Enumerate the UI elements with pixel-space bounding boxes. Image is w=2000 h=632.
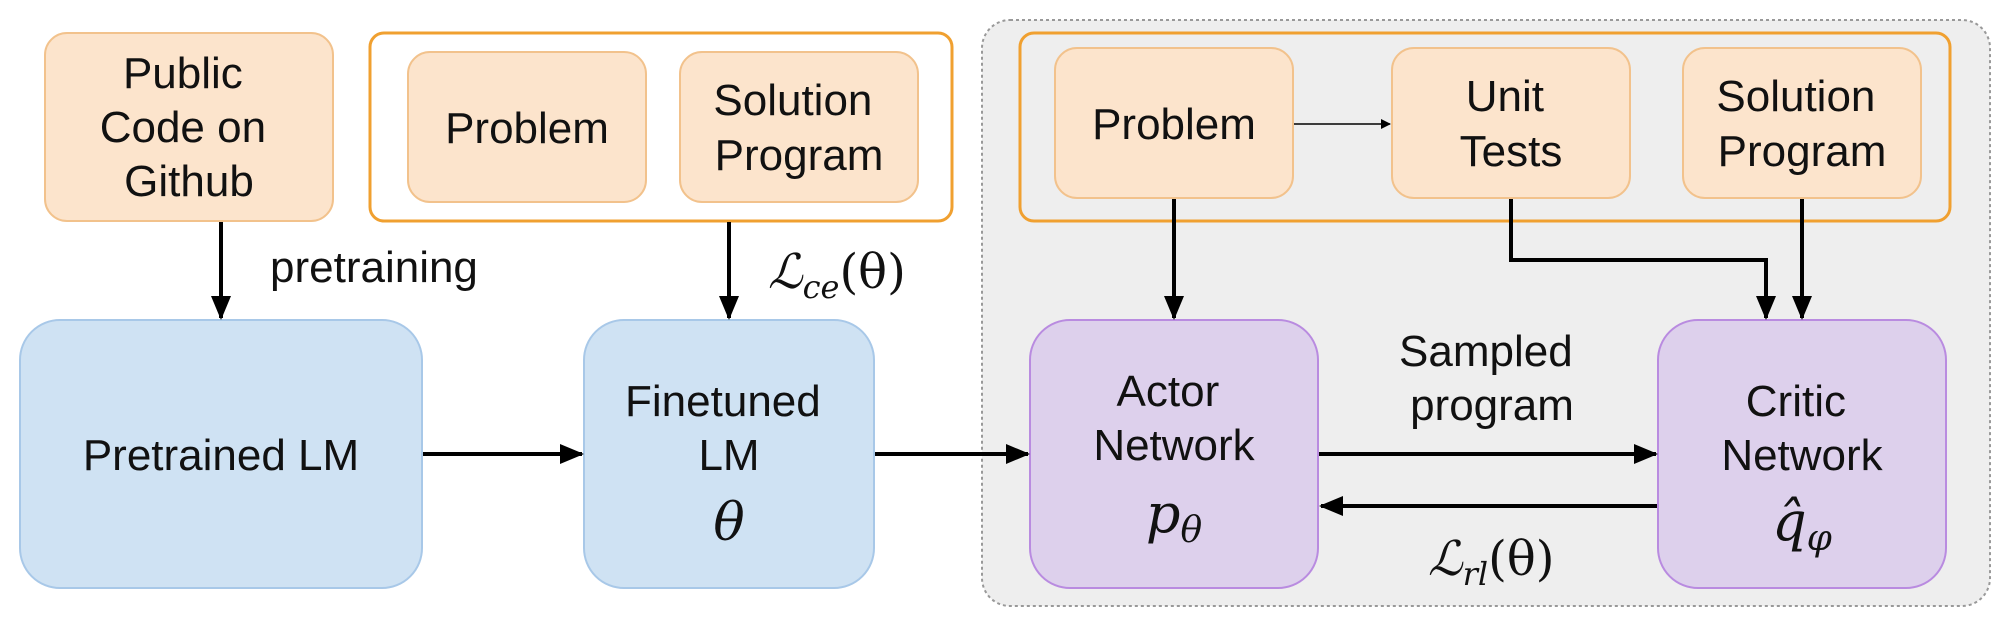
finetuned-theta-symbol: θ: [713, 493, 744, 553]
problem-node-finetune: [407, 51, 647, 203]
actor-line-2: Network: [1093, 421, 1255, 470]
loss-ce-label: ℒce(θ): [768, 244, 906, 306]
problem-label-finetune: Problem: [445, 104, 609, 153]
sampled-program-label: Sampled program: [1399, 327, 1585, 430]
solution-program-label-rl: Solution Program: [1716, 72, 1887, 176]
finetuned-lm-label: Finetuned LM: [625, 377, 833, 480]
solution-rl-line-2: Program: [1718, 127, 1887, 176]
loss-ce-sub: ce: [803, 268, 840, 306]
public-code-label: Public Code on Github: [100, 49, 279, 206]
solution-rl-line-1: Solution: [1716, 72, 1875, 121]
critic-line-2: Network: [1721, 431, 1883, 480]
unit-tests-line-1: Unit: [1466, 72, 1544, 121]
actor-symbol-base: p: [1146, 482, 1181, 545]
critic-symbol-base: q̂: [1772, 490, 1807, 553]
actor-policy-symbol: pθ: [1146, 482, 1203, 551]
critic-symbol-sub: φ: [1807, 518, 1833, 559]
critic-line-1: Critic: [1746, 377, 1846, 426]
pretrained-lm-node: [19, 319, 423, 589]
loss-rl-script: ℒ: [1428, 531, 1464, 587]
solution-program-node-rl: [1682, 47, 1922, 199]
actor-symbol-sub: θ: [1180, 510, 1202, 551]
critic-value-symbol: q̂φ: [1772, 490, 1833, 559]
unit-tests-label: Unit Tests: [1460, 72, 1563, 176]
loss-rl-arg: (θ): [1488, 531, 1554, 587]
actor-line-1: Actor: [1117, 367, 1220, 416]
loss-ce-script: ℒ: [768, 244, 804, 300]
loss-ce-arg: (θ): [839, 244, 905, 300]
problem-node-rl: [1054, 47, 1294, 199]
finetuned-line-1: Finetuned: [625, 377, 821, 426]
solution-line-1: Solution: [713, 76, 872, 125]
solution-program-node-finetune: [679, 51, 919, 203]
pretrained-lm-label: Pretrained LM: [83, 431, 359, 480]
arrow-unit-tests-to-critic: [1509, 199, 1776, 320]
critic-network-label: Critic Network: [1721, 377, 1883, 480]
solution-program-label-finetune: Solution Program: [713, 76, 884, 180]
finetuned-line-2: LM: [698, 431, 759, 480]
actor-network-label: Actor Network: [1093, 367, 1255, 470]
loss-rl-label: ℒrl(θ): [1428, 531, 1554, 593]
sampled-line-1: Sampled: [1399, 327, 1573, 376]
problem-label-rl: Problem: [1092, 100, 1256, 149]
public-code-line-3: Github: [124, 157, 254, 206]
unit-tests-node: [1391, 47, 1631, 199]
public-code-line-2: Code on: [100, 103, 266, 152]
rl-data-group: [1018, 31, 1952, 223]
finetuned-lm-node: [583, 319, 875, 589]
public-code-line-1: Public: [123, 49, 243, 98]
pretraining-label: pretraining: [270, 243, 478, 292]
sampled-line-2: program: [1410, 381, 1574, 430]
solution-line-2: Program: [715, 131, 884, 180]
actor-network-node: [1029, 319, 1319, 589]
critic-network-node: [1657, 319, 1947, 589]
unit-tests-line-2: Tests: [1460, 127, 1563, 176]
loss-rl-sub: rl: [1463, 555, 1489, 593]
public-code-node: [44, 32, 334, 222]
